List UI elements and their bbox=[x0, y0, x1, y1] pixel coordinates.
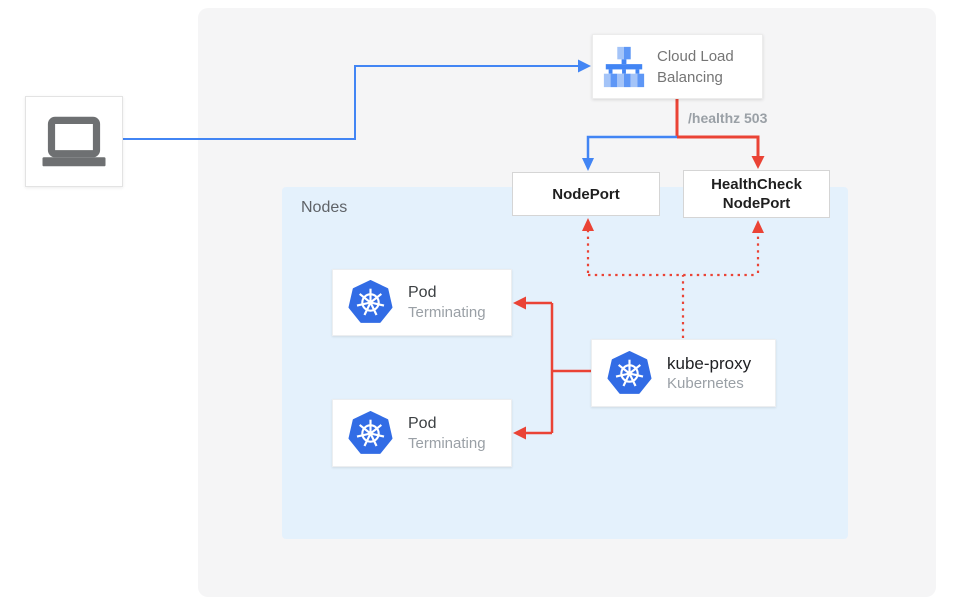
nodeport-label: NodePort bbox=[552, 185, 620, 203]
kube-proxy-subtitle: Kubernetes bbox=[667, 374, 744, 392]
cloud-load-balancing-icon bbox=[601, 44, 647, 90]
pod-node-1: Pod Terminating bbox=[332, 269, 512, 336]
kubernetes-icon bbox=[607, 350, 652, 396]
healthz-503-annotation: /healthz 503 bbox=[688, 110, 768, 126]
laptop-icon bbox=[38, 114, 110, 170]
cloud-load-balancing-label: Cloud Load Balancing bbox=[657, 47, 734, 86]
healthcheck-nodeport-node: HealthCheck NodePort bbox=[683, 170, 830, 218]
healthcheck-nodeport-label-line1: HealthCheck bbox=[711, 176, 802, 193]
pod-status: Terminating bbox=[408, 304, 486, 321]
pod-name: Pod bbox=[408, 414, 437, 432]
pod-node-2: Pod Terminating bbox=[332, 399, 512, 467]
cloud-load-balancing-node: Cloud Load Balancing bbox=[592, 34, 763, 99]
client-node bbox=[25, 96, 123, 187]
kube-proxy-name: kube-proxy bbox=[667, 353, 752, 373]
pod-status: Terminating bbox=[408, 434, 486, 452]
kube-proxy-node: kube-proxy Kubernetes bbox=[591, 339, 776, 407]
pod-labels: Pod Terminating bbox=[408, 282, 486, 323]
nodes-panel-label: Nodes bbox=[301, 199, 348, 216]
kubernetes-icon bbox=[348, 410, 393, 456]
nodeport-node: NodePort bbox=[512, 172, 660, 216]
pod-name: Pod bbox=[408, 284, 437, 301]
pod-labels: Pod Terminating bbox=[408, 413, 486, 454]
kubernetes-icon bbox=[348, 280, 393, 325]
healthcheck-nodeport-label-line2: NodePort bbox=[722, 195, 791, 212]
kube-proxy-labels: kube-proxy Kubernetes bbox=[667, 353, 751, 394]
